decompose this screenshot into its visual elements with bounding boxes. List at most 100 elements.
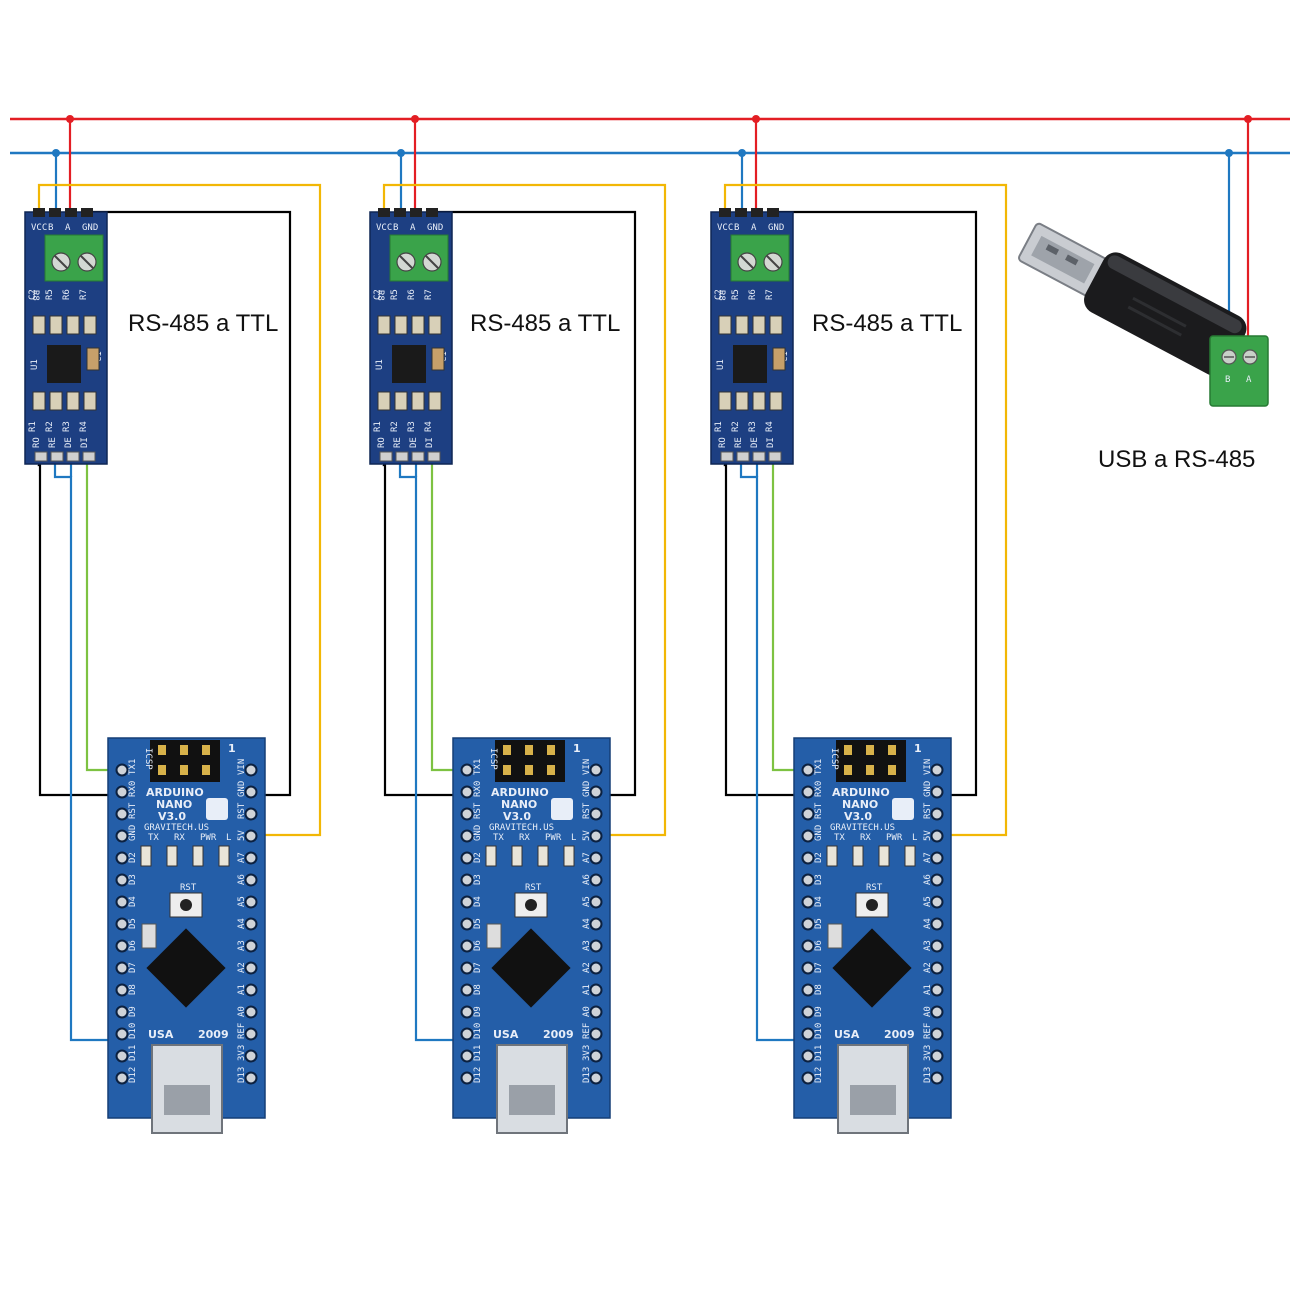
- left-pin-hole: [115, 1027, 129, 1041]
- header-pin: [49, 208, 61, 217]
- right-pin-hole: [930, 763, 944, 777]
- icsp-pin: [158, 745, 166, 755]
- component-label-r1: R1: [714, 421, 724, 432]
- smd-resistor: [394, 391, 408, 411]
- right-pin-hole: [589, 1049, 603, 1063]
- component-label-r2: R2: [731, 421, 741, 432]
- left-pin-label-d10: D10: [128, 1023, 138, 1039]
- left-pin-label-d3: D3: [128, 874, 138, 885]
- left-pin-label-d3: D3: [814, 874, 824, 885]
- left-pin-hole: [115, 785, 129, 799]
- led-label-pwr: PWR: [886, 833, 903, 843]
- wires: [37, 119, 1250, 1042]
- icsp-label: ICSP: [143, 748, 153, 770]
- left-pin-label-rst: RST: [473, 802, 483, 819]
- ic-chip: [47, 345, 81, 383]
- right-pin-label-vin: VIN: [582, 759, 592, 775]
- led-icon: [485, 845, 497, 867]
- blue-junction-2: [397, 149, 405, 157]
- right-pin-hole: [244, 851, 258, 865]
- right-pin-label-3v3: 3V3: [923, 1045, 933, 1061]
- component-label-r7: R7: [765, 289, 775, 300]
- led-icon: [511, 845, 523, 867]
- blue-junction-3: [738, 149, 746, 157]
- smd-resistor: [735, 391, 749, 411]
- converter-label-2: RS-485 a TTL: [470, 310, 620, 337]
- screw-slot: [766, 255, 780, 269]
- terminal-label-vcc: VCC: [717, 223, 733, 233]
- left-pin-hole: [801, 1071, 815, 1085]
- nano-year-label: 2009: [543, 1028, 574, 1041]
- usb-terminal-label-a: A: [1246, 375, 1252, 385]
- icsp-pin: [503, 745, 511, 755]
- icsp-pin: [888, 745, 896, 755]
- right-pin-label-ref: REF: [923, 1023, 933, 1039]
- icsp-pin: [866, 765, 874, 775]
- right-pin-hole: [589, 785, 603, 799]
- icsp-pin: [525, 765, 533, 775]
- icsp-pin: [547, 765, 555, 775]
- component-label-c2: C2: [373, 289, 383, 300]
- right-pin-label-a0: A0: [582, 1006, 592, 1017]
- right-pin-hole: [930, 1049, 944, 1063]
- left-pin-hole: [801, 763, 815, 777]
- led-label-tx: TX: [148, 833, 159, 843]
- left-pin-label-tx1: TX1: [473, 759, 483, 775]
- led-label-rx: RX: [860, 833, 871, 843]
- black-wire-top-3: [773, 210, 978, 797]
- green-wire-1: [85, 458, 123, 772]
- left-pin-label-d11: D11: [128, 1045, 138, 1061]
- right-pin-hole: [589, 917, 603, 931]
- left-pin-hole: [801, 851, 815, 865]
- terminal-label-gnd: GND: [427, 223, 443, 233]
- component-label-r8: R8: [716, 290, 726, 301]
- side-header-pin: [427, 451, 441, 462]
- side-header-pin: [395, 451, 409, 462]
- reset-button-cap: [525, 899, 537, 911]
- led-label-tx: TX: [834, 833, 845, 843]
- nano-maker-label: GRAVITECH.US: [144, 823, 209, 833]
- gravitech-logo-letter: G: [210, 806, 219, 819]
- side-header-pin: [411, 451, 425, 462]
- left-pin-hole: [460, 1049, 474, 1063]
- component-label-r3: R3: [407, 421, 417, 432]
- left-pin-label-d8: D8: [814, 984, 824, 995]
- mini-usb-opening: [164, 1085, 210, 1115]
- right-pin-hole: [244, 895, 258, 909]
- nano-maker-label: GRAVITECH.US: [830, 823, 895, 833]
- header-pin: [65, 208, 77, 217]
- nano-title-line2: NANO: [501, 798, 537, 811]
- right-pin-hole: [589, 851, 603, 865]
- led-label-l: L: [571, 833, 576, 843]
- side-header-pin: [752, 451, 766, 462]
- gravitech-logo-icon: [206, 798, 228, 820]
- header-pin: [751, 208, 763, 217]
- right-pin-label-a7: A7: [237, 852, 247, 863]
- left-pin-label-d9: D9: [128, 1006, 138, 1017]
- left-pin-label-gnd: GND: [473, 825, 483, 841]
- smd-resistor: [411, 391, 425, 411]
- left-pin-label-d9: D9: [814, 1006, 824, 1017]
- nano-origin-label: USA: [834, 1028, 860, 1041]
- left-pin-label-d3: D3: [473, 874, 483, 885]
- led-label-tx: TX: [493, 833, 504, 843]
- usb-plug: [1018, 222, 1247, 376]
- component-label-r6: R6: [748, 289, 758, 300]
- right-pin-hole: [244, 961, 258, 975]
- red-junction-usb: [1244, 115, 1252, 123]
- nano-origin-label: USA: [148, 1028, 174, 1041]
- right-pin-label-a7: A7: [923, 852, 933, 863]
- left-pin-label-d9: D9: [473, 1006, 483, 1017]
- ic-chip: [392, 345, 426, 383]
- left-pin-hole: [460, 785, 474, 799]
- right-pin-label-a1: A1: [923, 984, 933, 995]
- reset-label: RST: [525, 883, 542, 893]
- right-pin-hole: [244, 829, 258, 843]
- component-label-r8: R8: [375, 290, 385, 301]
- left-pin-hole: [460, 1071, 474, 1085]
- side-header-pin: [379, 451, 393, 462]
- mini-usb-opening: [509, 1085, 555, 1115]
- left-pin-label-rst: RST: [128, 802, 138, 819]
- side-header-pin: [736, 451, 750, 462]
